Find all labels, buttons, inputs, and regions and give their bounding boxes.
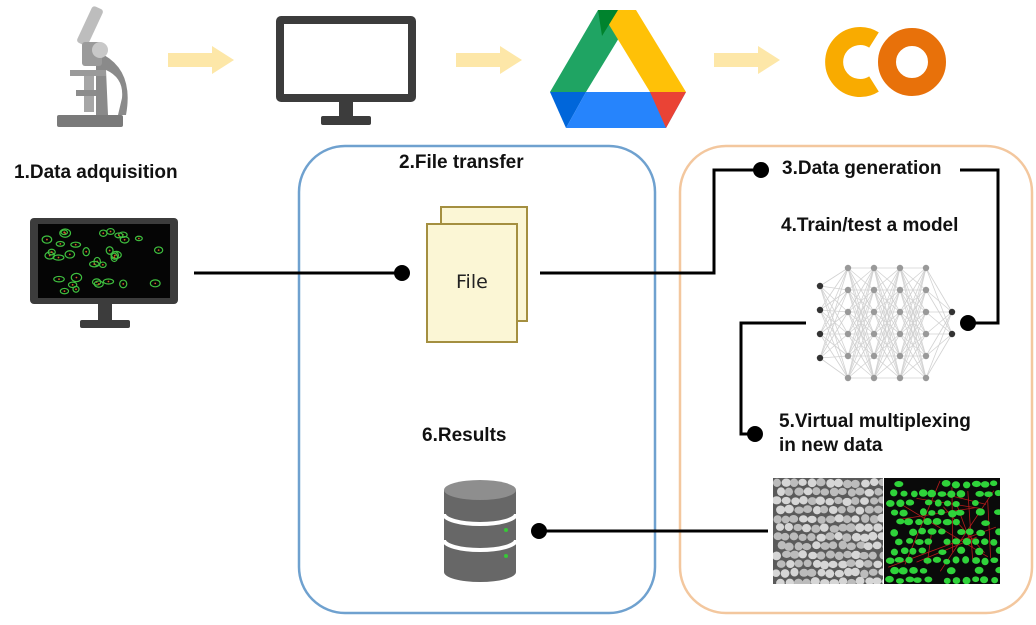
database-icon <box>442 480 518 582</box>
step2-label: 2.File transfer <box>399 152 524 173</box>
google-drive-icon <box>550 10 686 128</box>
microscope-icon <box>57 6 128 127</box>
fluorescence-monitor-icon <box>30 218 178 328</box>
colab-group-box <box>678 144 1034 615</box>
step6-label: 6.Results <box>422 425 507 446</box>
file-card <box>426 206 528 343</box>
virtual-multiplexing-images <box>773 478 1000 584</box>
step1-label: 1.Data adquisition <box>14 162 178 183</box>
monitor-icon <box>276 16 416 125</box>
step5-label-line1: 5.Virtual multiplexing <box>779 411 971 432</box>
arrow-icon-3 <box>714 46 780 74</box>
step3-label: 3.Data generation <box>782 158 942 179</box>
connector-dots <box>394 162 976 539</box>
step4-label: 4.Train/test a model <box>781 215 959 236</box>
drive-group-box <box>297 144 657 615</box>
arrow-icon-1 <box>168 46 234 74</box>
neural-network-icon <box>816 264 956 382</box>
colab-icon <box>825 27 946 97</box>
file-label: File <box>456 271 488 293</box>
step5-label-line2: in new data <box>779 435 883 456</box>
arrow-icon-2 <box>456 46 522 74</box>
